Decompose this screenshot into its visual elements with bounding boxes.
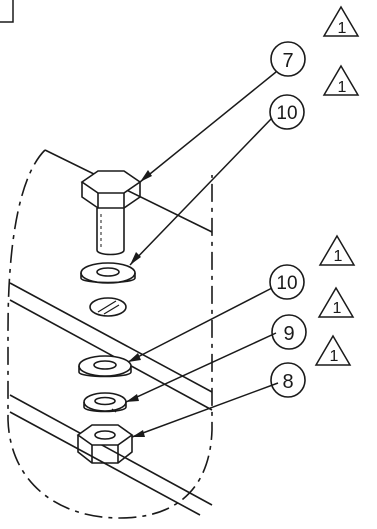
callout-9-number: 9 bbox=[283, 323, 294, 345]
revision-flag-4: 1 bbox=[317, 286, 355, 318]
revision-flag-5-number: 1 bbox=[330, 348, 339, 365]
callout-9: 9 bbox=[271, 314, 307, 350]
hex-nut bbox=[76, 424, 134, 464]
leader-8 bbox=[131, 382, 279, 438]
revision-flag-1: 1 bbox=[322, 5, 360, 37]
leader-lines bbox=[125, 71, 279, 438]
hex-head-bolt bbox=[80, 170, 142, 256]
plate-lines bbox=[9, 149, 213, 516]
revision-flag-2-number: 1 bbox=[338, 79, 347, 96]
callout-10-lower: 10 bbox=[269, 264, 305, 300]
leader-arrowheads bbox=[126, 170, 152, 437]
bolt-hole bbox=[89, 297, 127, 317]
callout-10-lower-number: 10 bbox=[276, 273, 297, 294]
revision-flag-3: 1 bbox=[318, 234, 356, 266]
revision-flag-4-number: 1 bbox=[333, 300, 342, 317]
split-lock-washer bbox=[83, 392, 127, 413]
revision-flag-2: 1 bbox=[322, 64, 360, 96]
leader-9 bbox=[125, 332, 277, 403]
callout-8-number: 8 bbox=[282, 371, 293, 393]
leader-10-upper bbox=[129, 117, 273, 266]
callout-10-upper-number: 10 bbox=[276, 103, 297, 124]
leader-10-lower bbox=[127, 287, 273, 363]
lower-flat-washer bbox=[78, 355, 132, 378]
detail-boundary-dashed bbox=[7, 149, 213, 519]
frame-corner bbox=[0, 0, 14, 23]
revision-flag-1-number: 1 bbox=[338, 20, 347, 37]
revision-flag-3-number: 1 bbox=[334, 248, 343, 265]
upper-flat-washer bbox=[80, 262, 136, 284]
revision-flag-5: 1 bbox=[314, 334, 352, 366]
callout-7: 7 bbox=[270, 41, 306, 77]
callout-8: 8 bbox=[270, 362, 306, 398]
callout-7-number: 7 bbox=[282, 50, 293, 72]
leader-7 bbox=[139, 71, 277, 183]
callout-10-upper: 10 bbox=[269, 94, 305, 130]
